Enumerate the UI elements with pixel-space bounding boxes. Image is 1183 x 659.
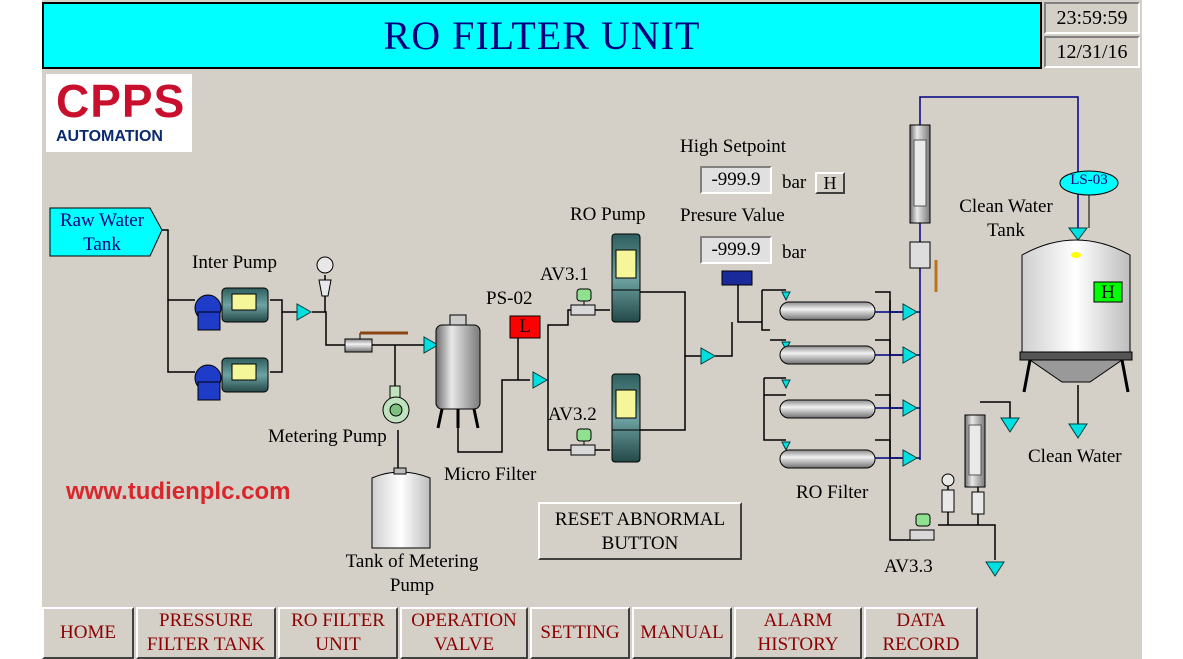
av33-label: AV3.3 [884,556,933,577]
metering-tank-label-2: Pump [389,575,435,596]
presure-value-field: -999.9 [700,236,772,264]
page-title: RO FILTER UNIT [383,13,701,58]
nav-home-label: HOME [60,622,116,643]
ro-membranes [779,301,876,469]
nav-operation-label-2: VALVE [433,634,495,655]
av32-label: AV3.2 [548,404,597,425]
raw-water-tank-tag: Raw Water Tank [50,209,154,257]
clean-tank-level-indicator: H [1101,282,1115,303]
inter-pump-label: Inter Pump [192,252,277,273]
presure-value-unit: bar [782,242,807,263]
company-logo: CPPS AUTOMATION [46,74,192,152]
flowmeter-1 [909,124,938,292]
clean-water-label: Clean Water [1028,446,1122,467]
nav-data-label-1: DATA [896,610,946,631]
nav-alarm-label-2: HISTORY [757,634,839,655]
nav-pressure-label-2: FILTER TANK [146,634,266,655]
av31-valve-icon [570,288,596,316]
micro-filter-vessel [435,314,481,429]
nav-ro-filter-unit[interactable]: RO FILTER UNIT [278,607,398,659]
clean-water-tank [1019,239,1133,393]
nav-data-label-2: RECORD [882,634,960,655]
flow-arrows [296,227,1088,577]
nav-data-record[interactable]: DATA RECORD [864,607,978,659]
metering-tank-label: Tank of Metering Pump [332,550,492,598]
nav-operation-valve[interactable]: OPERATION VALVE [400,607,528,659]
metering-pump-label: Metering Pump [268,426,387,447]
nav-manual[interactable]: MANUAL [632,607,732,659]
ro-filter-label: RO Filter [796,482,869,503]
title-bar: RO FILTER UNIT [42,2,1042,69]
av33-valve-icon [909,513,935,541]
ps02-status-indicator[interactable]: L [519,316,531,337]
ro-pump-2 [611,373,641,463]
metering-pump-icon [382,385,410,424]
nav-alarm-history[interactable]: ALARM HISTORY [734,607,862,659]
micro-filter-label: Micro Filter [444,464,537,485]
dosing-valve [344,331,408,353]
raw-water-tank-label-1: Raw Water [59,210,145,231]
reset-abnormal-button[interactable]: RESET ABNORMAL BUTTON [538,502,742,560]
nav-home[interactable]: HOME [42,607,134,659]
nav-setting[interactable]: SETTING [530,607,630,659]
ls03-tag: LS-03 [1070,172,1108,188]
high-setpoint-label: High Setpoint [680,136,787,157]
high-setpoint-field[interactable]: -999.9 [700,166,772,194]
time-display: 23:59:59 [1044,2,1140,34]
logo-text: CPPS [56,75,186,127]
reset-button-label-1: RESET ABNORMAL [554,509,726,530]
nav-operation-label-1: OPERATION [411,610,517,631]
website-watermark: www.tudienplc.com [66,478,291,505]
nav-ro-filter-label-2: UNIT [315,634,361,655]
clean-water-tank-label-2: Tank [987,220,1025,241]
clean-water-tank-label-1: Clean Water [959,196,1053,217]
ro-pump-1 [611,233,641,323]
logo-subtext: AUTOMATION [56,128,163,145]
nav-setting-label: SETTING [540,622,620,643]
ps02-label: PS-02 [486,288,533,309]
pressure-transmitter-icon [721,270,753,286]
av32-valve-icon [570,428,596,456]
pressure-gauge [316,256,334,297]
nav-manual-label: MANUAL [640,622,724,643]
presure-value-label: Presure Value [680,205,785,226]
reset-button-label-2: BUTTON [601,533,679,554]
high-setpoint-unit: bar [782,172,807,193]
pipes [162,229,1079,560]
high-setpoint-h-button[interactable]: H [815,172,845,194]
nav-ro-filter-label-1: RO FILTER [291,610,385,631]
date-display: 12/31/16 [1044,36,1140,68]
ro-pump-label: RO Pump [570,204,646,225]
metering-tank [371,467,431,549]
nav-pressure-filter-tank[interactable]: PRESSURE FILTER TANK [136,607,276,659]
metering-tank-label-1: Tank of Metering [345,551,479,572]
nav-alarm-label-1: ALARM [763,610,833,631]
nav-pressure-label-1: PRESSURE [159,610,253,631]
inter-pump-1 [194,287,269,331]
clean-water-tank-label: Clean Water Tank [950,195,1062,243]
inter-pump-2 [194,357,269,401]
flowmeter-2 [941,414,986,515]
raw-water-tank-label-2: Tank [83,234,121,255]
av31-label: AV3.1 [540,264,589,285]
